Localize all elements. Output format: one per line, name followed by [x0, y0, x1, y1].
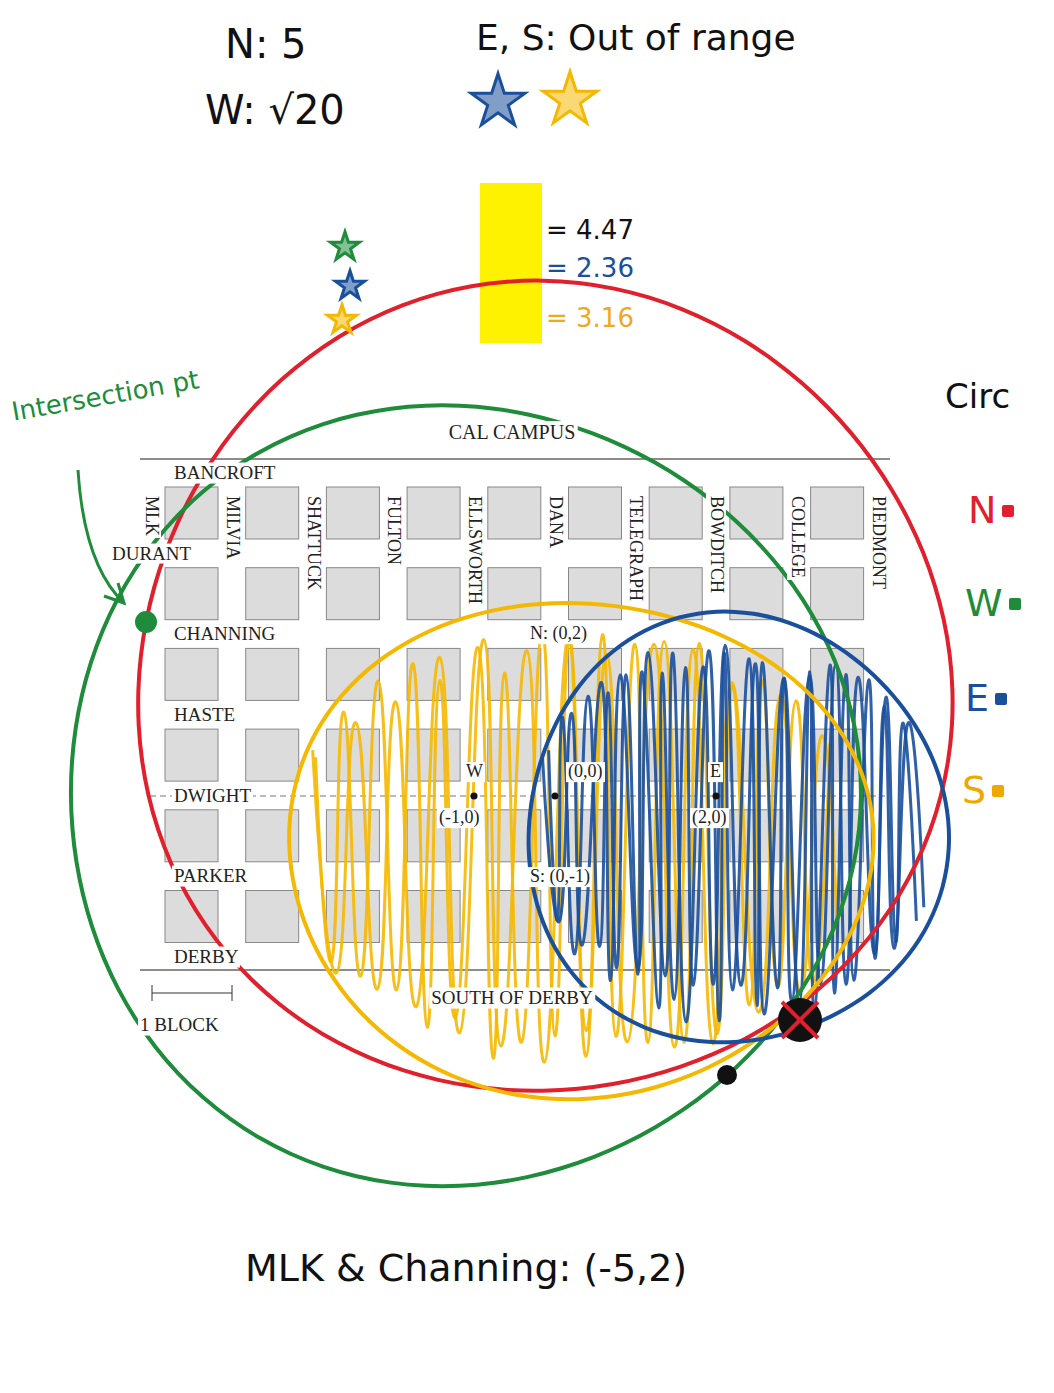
legend-item: N	[968, 490, 1014, 532]
range-circle	[529, 612, 949, 1043]
city-block	[811, 568, 864, 620]
legend-swatch	[992, 785, 1004, 797]
street-name: DERBY	[172, 947, 240, 968]
city-block	[246, 891, 299, 943]
cross-mark	[782, 1002, 818, 1038]
street-name: PARKER	[172, 866, 249, 887]
callout-note: Intersection pt	[10, 365, 202, 426]
distance-value: = 2.36	[546, 254, 634, 283]
street-name: FULTON	[384, 494, 404, 567]
cross-mark	[782, 1002, 818, 1038]
note: N: 5	[225, 22, 307, 66]
street-name: DWIGHT	[172, 786, 253, 807]
street-name: SHATTUCK	[303, 494, 323, 592]
point-label: S: (0,-1)	[528, 867, 592, 887]
intersection-dot	[135, 611, 157, 633]
legend-item: W	[965, 583, 1021, 625]
city-block	[488, 487, 541, 539]
city-block	[165, 568, 218, 620]
arrow-head	[104, 583, 124, 603]
point-dot	[713, 793, 720, 800]
legend-swatch	[995, 693, 1007, 705]
street-name: MILVIA	[222, 494, 242, 561]
street-name: DURANT	[110, 543, 193, 564]
city-block	[246, 729, 299, 781]
legend-heading: Circ	[945, 378, 1010, 415]
scale-bar	[152, 993, 232, 994]
scale-label: 1 BLOCK	[138, 1015, 221, 1036]
blue-scribble	[543, 645, 924, 1022]
city-block	[326, 487, 379, 539]
area-name: SOUTH OF DERBY	[429, 988, 595, 1009]
distance-value: = 3.16	[546, 304, 634, 333]
note: W: √20	[205, 88, 345, 132]
star-symbol	[331, 232, 360, 260]
city-block	[326, 648, 379, 700]
street-name: BANCROFT	[172, 463, 277, 484]
highlight	[480, 183, 542, 343]
legend-label: S	[962, 770, 986, 812]
city-block	[246, 648, 299, 700]
city-block	[569, 487, 622, 539]
range-circle	[71, 405, 861, 1186]
note: E, S: Out of range	[476, 18, 796, 58]
street-name: TELEGRAPH	[626, 494, 646, 603]
distance-value: = 4.47	[546, 216, 634, 245]
city-block	[165, 729, 218, 781]
street-name: COLLEGE	[787, 494, 807, 580]
street-name: BOWDITCH	[706, 494, 726, 595]
city-block	[569, 568, 622, 620]
point-dot	[471, 793, 478, 800]
city-block	[407, 568, 460, 620]
star-symbol	[336, 271, 365, 299]
point-label: N: (0,2)	[528, 624, 589, 644]
street-name: ELLSWORTH	[464, 494, 484, 606]
legend-item: S	[962, 770, 1004, 812]
star-symbol	[471, 74, 525, 125]
city-block	[246, 568, 299, 620]
note: MLK & Channing: (-5,2)	[245, 1248, 687, 1290]
intersection-dot	[778, 998, 822, 1042]
star-symbol	[543, 72, 597, 123]
point-dot	[552, 793, 559, 800]
legend-swatch	[1009, 598, 1021, 610]
street-name: MLK	[141, 494, 161, 538]
legend-label: N	[968, 490, 996, 532]
city-block	[811, 487, 864, 539]
city-block	[326, 568, 379, 620]
scale-bar	[152, 985, 153, 1001]
legend-label: W	[965, 583, 1003, 625]
star-symbol	[328, 305, 357, 333]
city-block	[730, 487, 783, 539]
range-circle	[289, 603, 873, 1099]
legend-item: E	[965, 678, 1007, 720]
point-label: W	[464, 762, 485, 782]
street-name: CHANNING	[172, 624, 277, 645]
point-label: (-1,0)	[437, 808, 481, 828]
point-label: E	[708, 762, 723, 782]
area-name: CAL CAMPUS	[447, 421, 578, 443]
point-label: (0,0)	[566, 762, 605, 782]
city-block	[649, 487, 702, 539]
street-name: PIEDMONT	[868, 494, 888, 591]
street-name: DANA	[545, 494, 565, 550]
street-name: HASTE	[172, 705, 237, 726]
scale-bar	[232, 985, 233, 1001]
legend-label: E	[965, 678, 989, 720]
intersection-dot	[717, 1065, 737, 1085]
leader-arrow	[78, 470, 124, 603]
city-block	[165, 810, 218, 862]
legend-swatch	[1002, 505, 1014, 517]
city-block	[246, 487, 299, 539]
city-block	[165, 648, 218, 700]
point-label: (2,0)	[690, 808, 729, 828]
city-block	[407, 487, 460, 539]
